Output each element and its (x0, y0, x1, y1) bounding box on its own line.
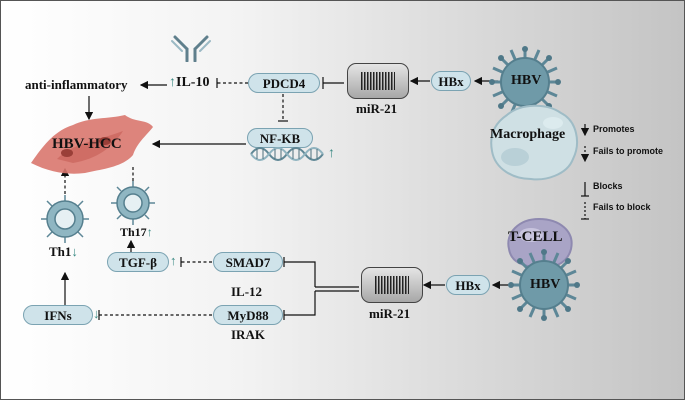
irak-label: IRAK (231, 327, 265, 342)
nfkb-node: NF-KB (247, 128, 313, 148)
legend-fails-to-block: Fails to block (593, 202, 651, 212)
mir21-top-box (347, 63, 409, 99)
pdcd4-node: PDCD4 (248, 73, 320, 93)
th17-label-group: Th17↑ (120, 225, 153, 240)
tgfb-up-arrow-icon: ↑ (170, 253, 177, 268)
up-arrow-icon: ↑ (169, 75, 176, 90)
legend-blocks: Blocks (593, 181, 623, 191)
hcc-tumor-cell-icon (31, 115, 153, 174)
ifns-node: IFNs (23, 305, 93, 325)
th17-cell-icon (111, 181, 155, 225)
smad7-node: SMAD7 (213, 252, 283, 272)
mir21-bottom-label: miR-21 (369, 306, 411, 321)
mir21-top-label: miR-21 (356, 101, 398, 116)
il10-label: IL-10 (176, 75, 210, 90)
hbx-top-node: HBx (431, 71, 471, 91)
hbx-bottom-node: HBx (446, 275, 490, 295)
legend-fails-to-promote: Fails to promote (593, 146, 664, 156)
il10-label-group: ↑IL-10 (169, 75, 209, 91)
block-mir21-smad7 (284, 261, 316, 287)
th1-cell-icon (41, 195, 89, 243)
th1-label: Th1 (49, 244, 72, 259)
ifns-down-arrow-icon: ↓ (93, 306, 100, 321)
hbv-virus-bottom-icon (508, 249, 580, 321)
hbv-hcc-label: HBV-HCC (52, 136, 122, 152)
tgfb-label: TGF-β (119, 255, 157, 270)
mirna-hairpin-icon (375, 276, 409, 294)
macrophage-cell-icon (490, 104, 578, 181)
myd88-node: MyD88 (213, 305, 283, 325)
antibody-icon (171, 35, 211, 62)
t-cell-label: T-CELL (508, 229, 563, 245)
up-arrow-icon: ↑ (146, 225, 153, 239)
mir21-bottom-box (361, 267, 423, 303)
macrophage-label: Macrophage (490, 127, 566, 142)
hbv-virus-top-icon (489, 46, 561, 118)
th17-label: Th17 (120, 225, 147, 239)
il12-label: IL-12 (231, 284, 263, 299)
dna-helix-icon (250, 147, 324, 161)
nfkb-up-arrow-icon: ↑ (328, 146, 335, 161)
th1-label-group: Th1↓ (49, 244, 78, 260)
ifns-label: IFNs (44, 308, 72, 323)
hbv-bottom-label: HBV (530, 277, 561, 292)
anti-inflammatory-label: anti-inflammatory (25, 77, 128, 92)
legend-promotes: Promotes (593, 124, 635, 134)
hbv-top-label: HBV (511, 73, 542, 88)
block-mir21-myd88 (284, 291, 316, 316)
mirna-hairpin-icon (361, 72, 395, 90)
down-arrow-icon: ↓ (71, 244, 78, 259)
tgfb-node: TGF-β (107, 252, 169, 272)
